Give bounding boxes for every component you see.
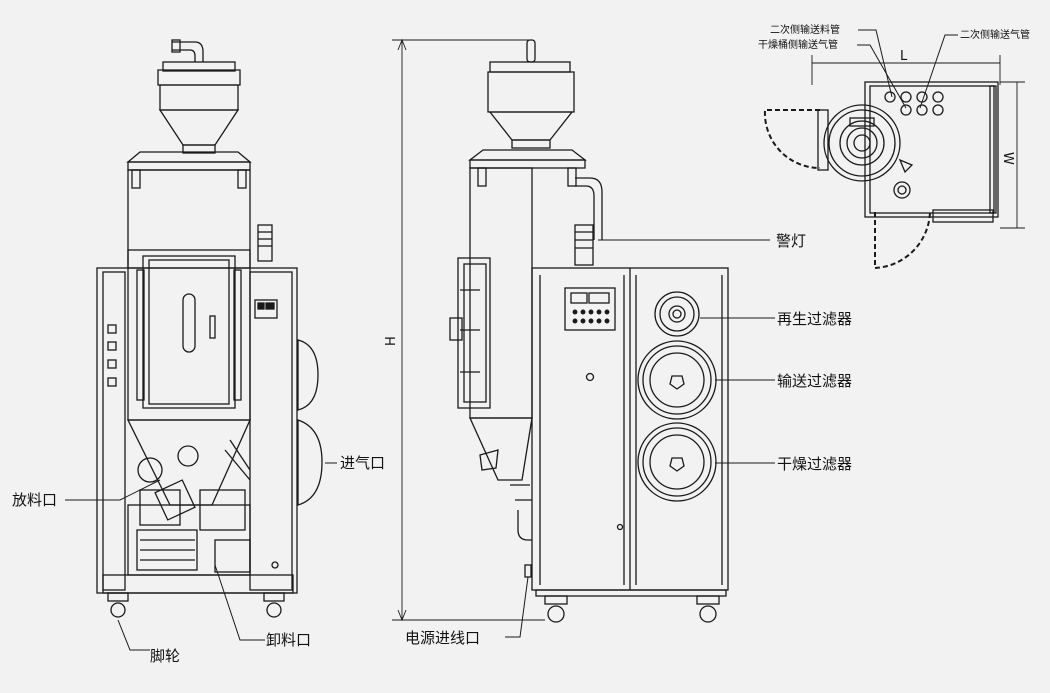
leader-lines bbox=[65, 29, 958, 651]
front-view bbox=[96, 39, 323, 618]
label-ercice-liaoguan: 二次侧输送料管 bbox=[770, 23, 840, 36]
label-ercice-qiguan: 二次侧输送气管 bbox=[960, 28, 1030, 41]
side-view bbox=[449, 39, 729, 623]
label-dianyuan: 电源进线口 bbox=[405, 629, 480, 647]
dimension-h: H bbox=[384, 336, 399, 346]
label-jiaolun: 脚轮 bbox=[150, 647, 180, 665]
label-jingdeng: 警灯 bbox=[776, 232, 806, 250]
label-xieliaokou: 卸料口 bbox=[266, 631, 311, 649]
label-ganzao: 干燥过滤器 bbox=[777, 455, 852, 473]
label-ganzaotong-qiguan: 干燥桶侧输送气管 bbox=[758, 38, 838, 51]
height-dimension bbox=[392, 38, 545, 622]
label-jinqikou: 进气口 bbox=[340, 454, 385, 472]
top-view bbox=[763, 55, 1025, 270]
label-shusong: 输送过滤器 bbox=[777, 372, 852, 390]
dimension-l: L bbox=[900, 49, 908, 64]
label-fangliaokou: 放料口 bbox=[12, 491, 57, 509]
dimension-w: W bbox=[1000, 152, 1015, 165]
label-zaisheng: 再生过滤器 bbox=[777, 310, 852, 328]
